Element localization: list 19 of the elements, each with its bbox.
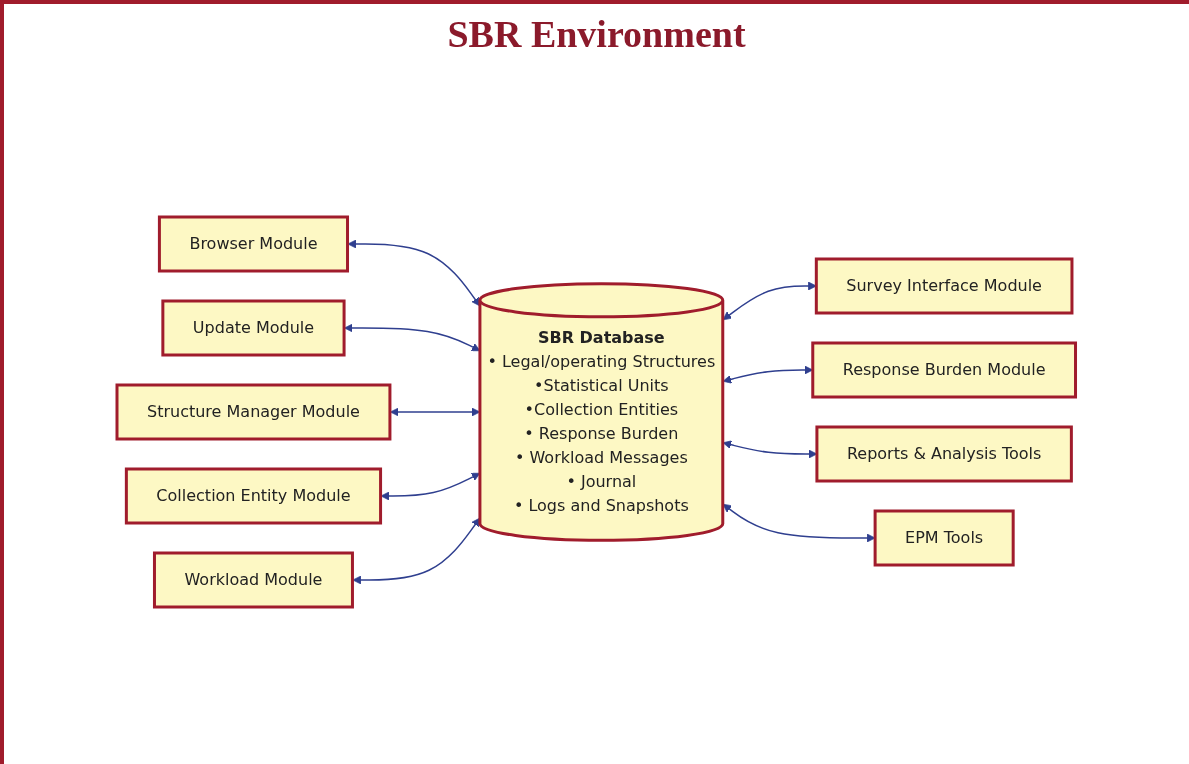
arrow [380,472,481,501]
arrow [347,239,481,307]
arrow [723,365,814,384]
node-box: Survey Interface Module [815,257,1074,315]
node-box: EPM Tools [873,509,1015,567]
node-box: Browser Module [158,215,350,273]
node-box: Reports & Analysis Tools [815,425,1074,483]
arrow [723,440,818,459]
arrow [390,407,481,417]
node-box: Update Module [161,299,346,357]
arrow [344,323,481,352]
arrow [352,517,481,585]
node-box: Response Burden Module [811,341,1078,399]
arrow [722,503,876,543]
node-box: Structure Manager Module [115,383,392,441]
node-box: Collection Entity Module [125,467,383,525]
node-box: Workload Module [153,551,355,609]
diagram-title: SBR Environment [447,12,746,56]
arrow [722,281,817,321]
